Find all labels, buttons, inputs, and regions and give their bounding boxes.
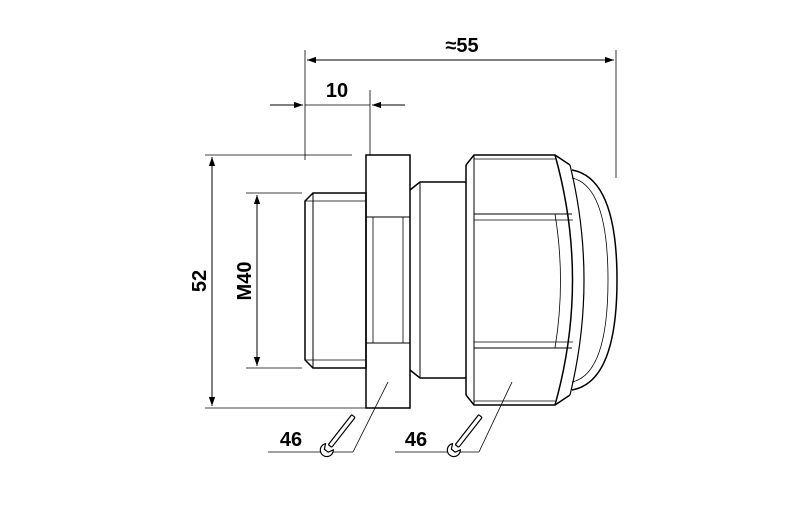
thread-label: M40 <box>234 262 256 301</box>
dimension-thread-length: 10 <box>270 80 405 155</box>
dome-seal <box>571 169 618 391</box>
overall-length-label: ≈55 <box>445 35 478 57</box>
locknut-wrench-label: 46 <box>280 429 302 451</box>
dimension-overall-length: ≈55 <box>304 35 617 178</box>
dimension-height: 52 <box>189 154 368 409</box>
locknut-wrench-callout: 46 <box>268 381 389 458</box>
cap-nut-wrench-callout: 46 <box>395 381 513 458</box>
locknut <box>365 154 411 409</box>
body-neck <box>409 181 466 379</box>
cap-nut <box>465 154 585 406</box>
wrench-icon <box>319 414 356 458</box>
cap-nut-wrench-label: 46 <box>405 429 427 451</box>
height-label: 52 <box>189 270 211 292</box>
wrench-icon <box>446 414 483 458</box>
threaded-stub <box>304 192 367 369</box>
thread-length-label: 10 <box>326 80 348 102</box>
dimension-thread: M40 <box>234 192 302 369</box>
